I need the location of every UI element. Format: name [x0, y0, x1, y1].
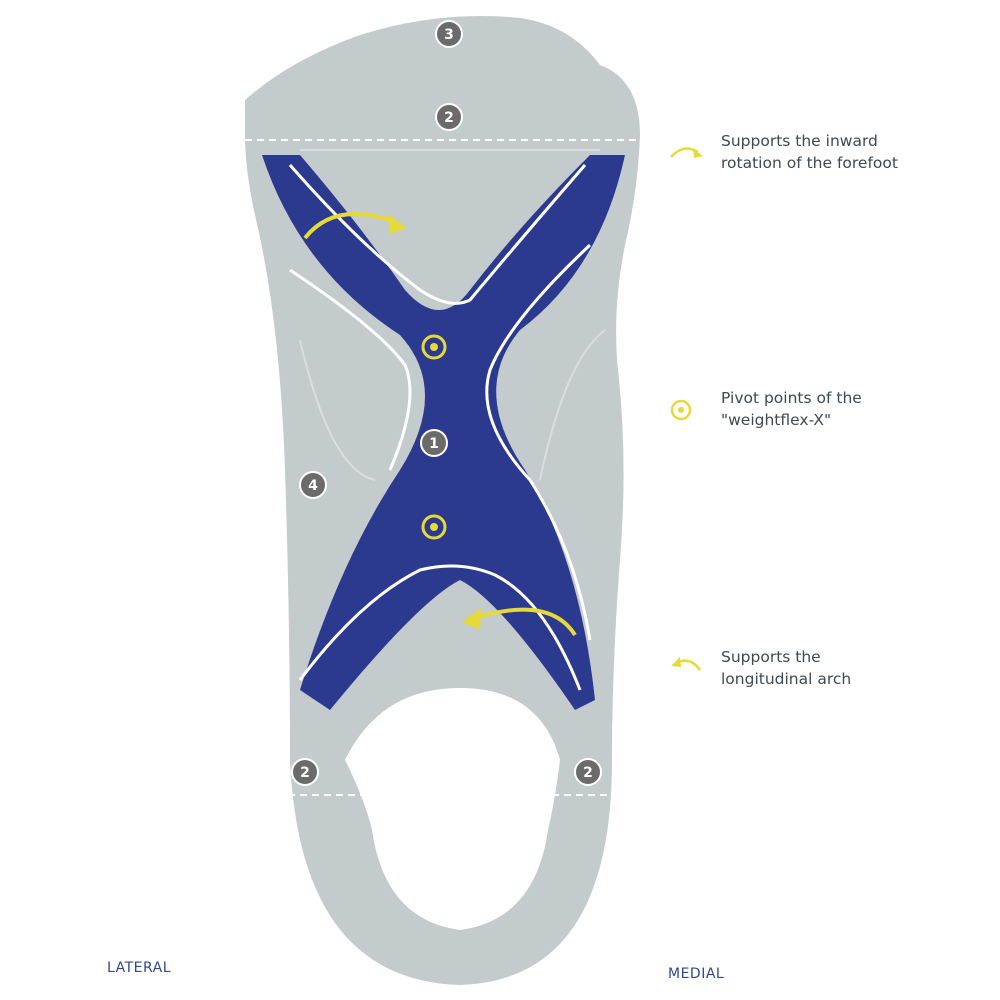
legend-pivot-icon — [670, 399, 692, 421]
legend-inward-rotation-line2: rotation of the forefoot — [721, 154, 898, 172]
legend-pivot-line1: Pivot points of the — [721, 389, 862, 407]
lateral-label: LATERAL — [107, 960, 172, 976]
svg-text:2: 2 — [300, 765, 310, 781]
marker-4-left: 4 — [299, 471, 327, 499]
legend-inward-rotation-text: Supports the inward rotation of the fore… — [721, 130, 898, 174]
legend-rotation-arrow-icon — [670, 147, 703, 158]
marker-3-top: 3 — [435, 20, 463, 48]
marker-1-center: 1 — [420, 429, 448, 457]
legend-arch-text: Supports the longitudinal arch — [721, 646, 851, 690]
pivot-point-upper — [421, 334, 447, 360]
svg-text:4: 4 — [308, 478, 318, 494]
legend-arch-arrow-icon — [671, 657, 702, 671]
arch-support-arrow — [462, 607, 577, 637]
legend-arch-line1: Supports the — [721, 648, 821, 666]
legend-arch-line2: longitudinal arch — [721, 670, 852, 688]
weightflex-x — [262, 155, 625, 710]
pivot-point-lower — [421, 514, 447, 540]
svg-text:3: 3 — [444, 27, 454, 43]
inward-rotation-arrow — [303, 211, 407, 240]
svg-text:2: 2 — [444, 110, 454, 126]
legend-inward-rotation-line1: Supports the inward — [721, 132, 878, 150]
marker-2-top: 2 — [435, 103, 463, 131]
svg-text:2: 2 — [583, 765, 593, 781]
heel-cutout — [345, 688, 560, 930]
legend-pivot-text: Pivot points of the "weightflex-X" — [721, 387, 862, 431]
medial-label: MEDIAL — [668, 966, 725, 982]
legend-pivot-line2: "weightflex-X" — [721, 411, 832, 429]
svg-text:1: 1 — [429, 436, 439, 452]
marker-2-heel-right: 2 — [574, 758, 602, 786]
marker-2-heel-left: 2 — [291, 758, 319, 786]
